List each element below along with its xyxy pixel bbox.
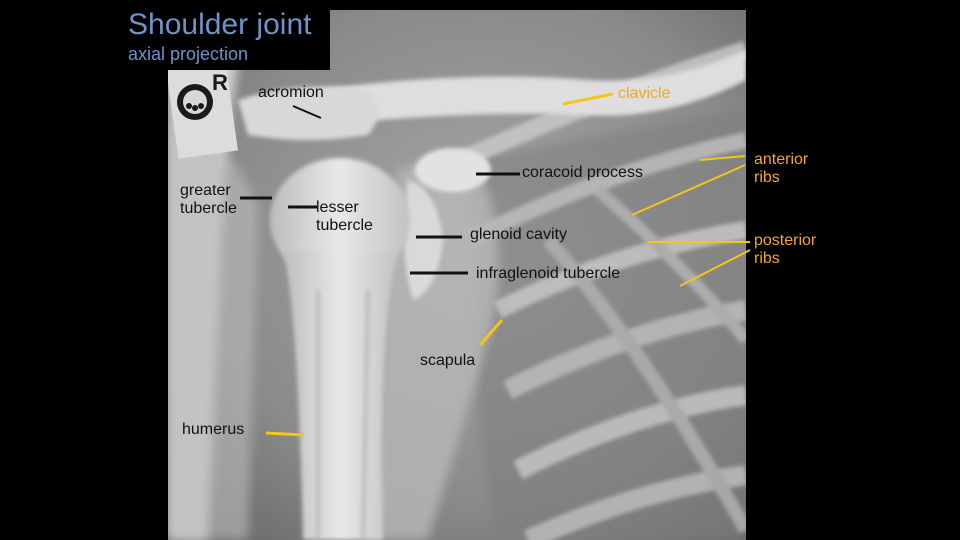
shoulder-xray-image: R bbox=[168, 10, 746, 540]
label-scapula: scapula bbox=[420, 352, 476, 369]
title-box: Shoulder joint axial projection bbox=[120, 8, 330, 70]
label-lesser-tubercle: lesser tubercle bbox=[316, 199, 373, 234]
slide-subtitle: axial projection bbox=[128, 44, 249, 64]
label-coracoid-process: coracoid process bbox=[522, 164, 643, 181]
posterior-ribs-pointer-2 bbox=[679, 249, 751, 287]
clavicle-pointer bbox=[562, 92, 614, 106]
label-anterior-ribs: anterior ribs bbox=[754, 151, 809, 186]
anterior-ribs-pointer-1 bbox=[699, 155, 746, 161]
label-humerus: humerus bbox=[182, 421, 245, 438]
acromion-pointer bbox=[292, 105, 322, 119]
anterior-ribs-pointer-2 bbox=[631, 164, 746, 216]
film-marker-letter: R bbox=[212, 70, 228, 95]
slide-title: Shoulder joint bbox=[128, 8, 312, 41]
label-greater-tubercle: greater tubercle bbox=[180, 182, 237, 217]
humerus-pointer bbox=[265, 431, 305, 437]
label-acromion: acromion bbox=[258, 84, 324, 101]
label-glenoid-cavity: glenoid cavity bbox=[470, 226, 567, 243]
label-clavicle: clavicle bbox=[618, 85, 671, 102]
scapula-pointer bbox=[478, 319, 504, 346]
label-posterior-ribs: posterior ribs bbox=[754, 232, 817, 267]
label-infraglenoid-tubercle: infraglenoid tubercle bbox=[476, 265, 621, 282]
